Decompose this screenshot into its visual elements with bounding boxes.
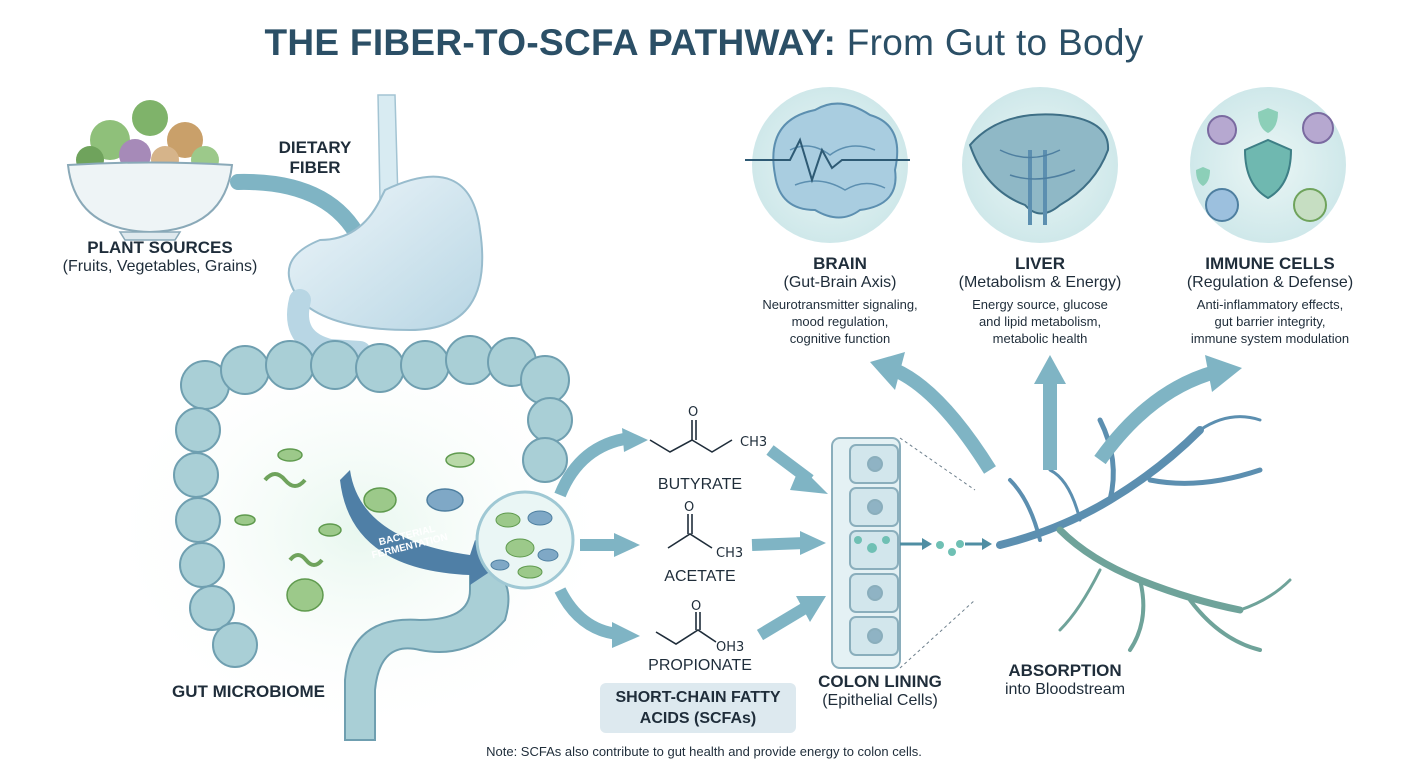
plant-bowl-icon (66, 100, 234, 241)
arrow-to-propionate (554, 587, 619, 640)
colon-icon (173, 335, 573, 741)
dietary-fiber-label: DIETARY FIBER (270, 138, 360, 178)
immune-desc-line: gut barrier integrity, (1214, 314, 1326, 329)
fiber-arrow (230, 173, 368, 248)
arrow-to-butyrate (554, 432, 632, 498)
immune-cells-title: IMMUNE CELLS (1205, 254, 1335, 273)
absorption-title: ABSORPTION (1008, 661, 1122, 680)
scfa-box-line2: ACIDS (SCFAs) (639, 710, 757, 727)
propionate-group: OH3 (716, 640, 744, 655)
liver-description: Energy source, glucose and lipid metabol… (940, 296, 1140, 347)
propionate-label: PROPIONATE (648, 657, 752, 674)
arrow-to-brain (891, 363, 996, 474)
title-light: From Gut to Body (846, 22, 1144, 63)
arrow-to-liver-head (1034, 355, 1066, 384)
zoom-line (899, 599, 976, 669)
liver-desc-line: metabolic health (992, 331, 1088, 346)
liver-desc-line: and lipid metabolism, (978, 314, 1102, 329)
butyrate-structure (649, 420, 733, 453)
plant-sources-title: PLANT SOURCES (87, 238, 233, 257)
propionate-structure (655, 612, 717, 645)
colon-lining-subtitle: (Epithelial Cells) (822, 692, 938, 709)
transport-arrow-head (982, 538, 992, 550)
liver-subtitle: (Metabolism & Energy) (958, 274, 1122, 291)
colon-lining-title: COLON LINING (818, 672, 942, 691)
spiral-bacterium (263, 472, 307, 488)
zoom-line (899, 437, 976, 491)
title-bold: THE FIBER-TO-SCFA PATHWAY: (264, 22, 837, 63)
scfa-molecule-dots (854, 536, 964, 556)
page-title: THE FIBER-TO-SCFA PATHWAY: From Gut to B… (0, 22, 1408, 64)
brain-subtitle: (Gut-Brain Axis) (783, 274, 897, 291)
scfa-box-line1: SHORT-CHAIN FATTY (615, 689, 781, 706)
arrow-propionate-to-lining-head (796, 596, 826, 622)
liver-icon (962, 87, 1118, 243)
brain-desc-line: mood regulation, (791, 314, 889, 329)
liver-title: LIVER (1014, 254, 1066, 273)
arrow-to-brain-head (870, 352, 905, 390)
arrow-propionate-to-lining (756, 602, 809, 641)
arrow-to-propionate-head (612, 622, 640, 648)
acetate-group: CH3 (716, 546, 743, 561)
immune-cells-description: Anti-inflammatory effects, gut barrier i… (1160, 296, 1380, 347)
arrow-to-acetate-head (614, 533, 640, 557)
brain-title: BRAIN (813, 254, 867, 273)
brain-desc-line: Neurotransmitter signaling, (762, 297, 918, 312)
fermentation-arrow (340, 470, 500, 585)
spiral-bacterium (288, 553, 324, 567)
butyrate-oxygen: O (688, 405, 698, 420)
acetate-structure (667, 514, 713, 549)
acetate-label: ACETATE (664, 568, 736, 585)
brain-description: Neurotransmitter signaling, mood regulat… (735, 296, 945, 347)
arrow-to-immune-head (1205, 355, 1242, 392)
butyrate-group: CH3 (740, 435, 767, 450)
arrow-acetate-to-lining (751, 537, 806, 551)
arrow-to-immune (1094, 365, 1217, 465)
dietary-fiber-line2: FIBER (289, 158, 341, 177)
bacteria-magnifier (475, 490, 575, 590)
brain-desc-line: cognitive function (789, 331, 891, 346)
scfa-box: SHORT-CHAIN FATTY ACIDS (SCFAs) (600, 683, 796, 733)
plant-sources-subtitle: (Fruits, Vegetables, Grains) (62, 258, 258, 275)
immune-desc-line: immune system modulation (1190, 331, 1350, 346)
epithelial-cells-icon (831, 437, 901, 669)
arrow-acetate-to-lining-head (800, 531, 826, 555)
butyrate-label: BUTYRATE (657, 476, 743, 493)
dietary-fiber-line1: DIETARY (278, 138, 352, 157)
immune-cells-icon (1190, 87, 1346, 243)
bacteria-cluster (234, 448, 475, 612)
acetate-oxygen: O (684, 500, 694, 515)
footnote: Note: SCFAs also contribute to gut healt… (486, 744, 922, 759)
propionate-oxygen: O (691, 599, 701, 614)
arrow-to-butyrate-head (622, 428, 648, 452)
brain-icon (745, 87, 910, 243)
stomach-icon (287, 94, 484, 363)
gut-microbiome-label: GUT MICROBIOME (172, 682, 325, 701)
transport-arrow-head (922, 538, 932, 550)
arrow-butyrate-to-lining-head (790, 466, 828, 494)
absorption-subtitle: into Bloodstream (1004, 681, 1126, 698)
immune-desc-line: Anti-inflammatory effects, (1196, 297, 1344, 312)
immune-cells-subtitle: (Regulation & Defense) (1186, 274, 1354, 291)
blood-vessels-icon (996, 415, 1292, 652)
liver-desc-line: Energy source, glucose (972, 297, 1108, 312)
